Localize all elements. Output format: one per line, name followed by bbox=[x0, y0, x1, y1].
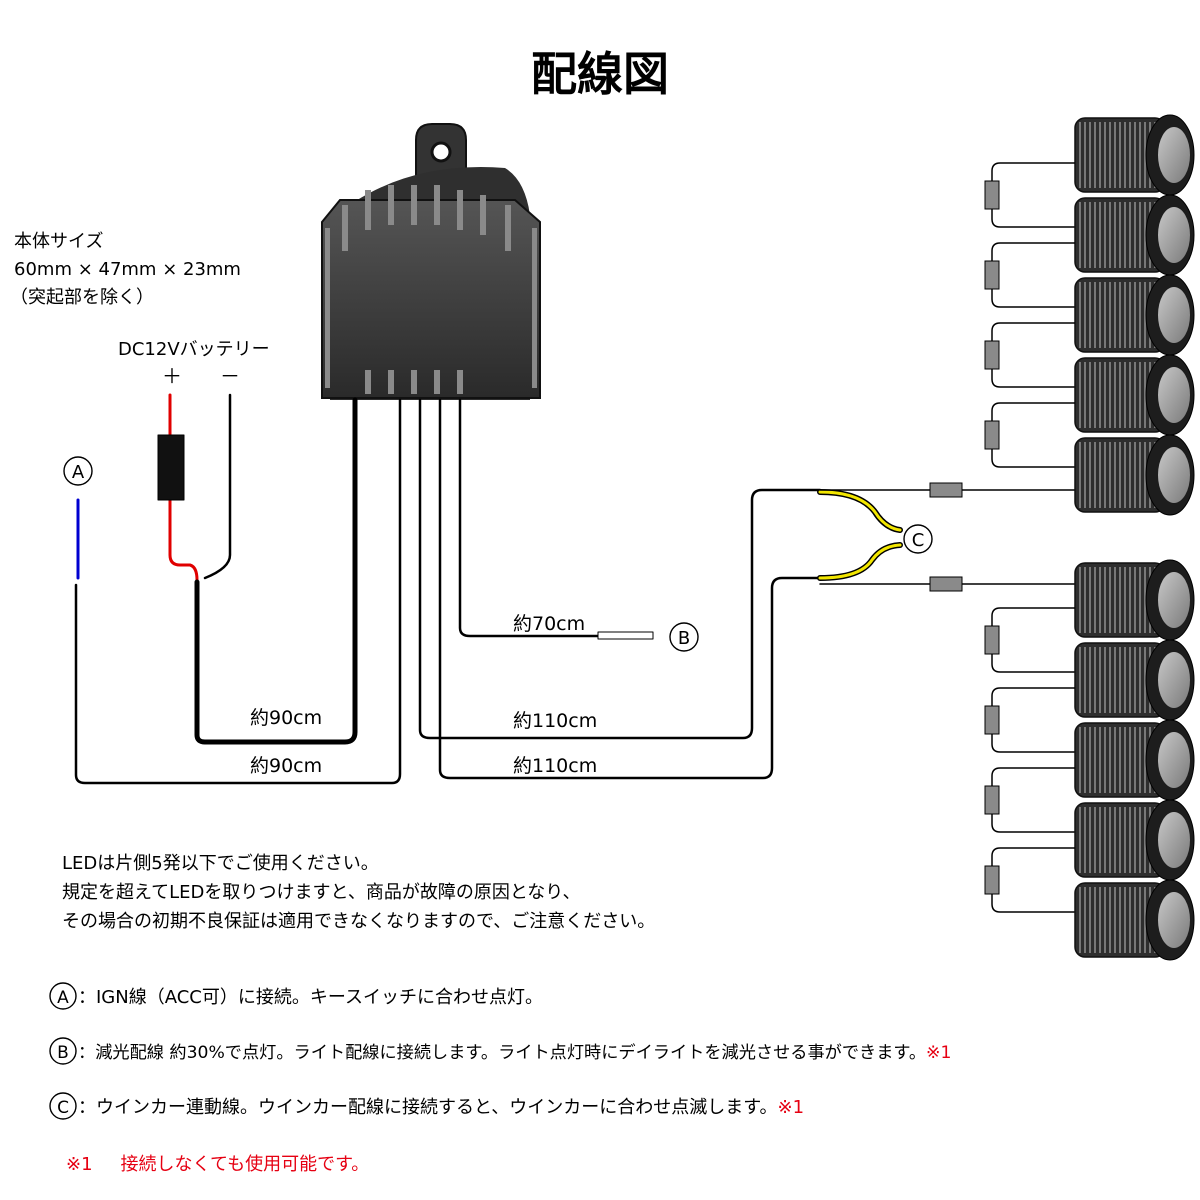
page-title: 配線図 bbox=[531, 47, 669, 101]
svg-text:A: A bbox=[57, 988, 69, 1008]
led-lamp bbox=[1074, 194, 1195, 276]
lamp-jumper-wire bbox=[991, 162, 1075, 228]
turn-signal-wire-upper-fill bbox=[818, 490, 902, 532]
turn-signal-wire-lower bbox=[817, 542, 903, 581]
body-size-line1: 本体サイズ bbox=[14, 231, 103, 252]
marker-c: C bbox=[903, 524, 933, 554]
dim-wire bbox=[458, 398, 600, 638]
led-lamp bbox=[1074, 879, 1195, 961]
battery-plus: ＋ bbox=[162, 364, 182, 388]
lamp-jumper-wire bbox=[991, 242, 1075, 308]
connector-upper bbox=[929, 482, 963, 498]
svg-text:A: A bbox=[72, 462, 85, 483]
battery-positive-wire-lower bbox=[168, 498, 199, 582]
lamp-jumper-connector bbox=[984, 180, 1000, 210]
wire-length-acc: 約90cm bbox=[250, 755, 322, 777]
body-size-line3: （突起部を除く） bbox=[10, 287, 154, 308]
svg-text:C: C bbox=[912, 530, 925, 551]
dim-wire-end bbox=[597, 631, 654, 640]
controller-unit bbox=[321, 123, 541, 400]
body-size-note: 本体サイズ 60mm × 47mm × 23mm （突起部を除く） bbox=[10, 231, 241, 308]
lamp-jumper-connector bbox=[984, 420, 1000, 450]
lamp-jumper-wire bbox=[991, 607, 1075, 673]
legend-c-text: ：ウインカー連動線。ウインカー配線に接続すると、ウインカーに合わせ点滅します。※… bbox=[78, 1097, 804, 1118]
notice-line2: 規定を超えてLEDを取りつけますと、商品が故障の原因となり、 bbox=[62, 882, 581, 903]
acc-wire bbox=[74, 398, 402, 785]
svg-text:C: C bbox=[57, 1098, 69, 1118]
legend-b-note: ※1 bbox=[926, 1043, 951, 1063]
led-lamp bbox=[1074, 434, 1195, 516]
marker-a: A bbox=[63, 456, 93, 486]
footnote-text: 接続しなくても使用可能です。 bbox=[121, 1154, 370, 1175]
lamp-jumper-wire bbox=[991, 687, 1075, 753]
wire-length-right: 約110cm bbox=[513, 755, 597, 777]
lamp-jumper-connector bbox=[984, 705, 1000, 735]
battery-negative-wire bbox=[203, 393, 232, 580]
lamp-jumper-wire bbox=[991, 322, 1075, 388]
turn-signal-wire-lower-fill bbox=[818, 543, 902, 580]
lamp-jumper-connector bbox=[984, 625, 1000, 655]
legend-b: B ：減光配線 約30%で点灯。ライト配線に接続します。ライト点灯時にデイライト… bbox=[49, 1037, 951, 1065]
lamp-jumper-wire bbox=[991, 402, 1075, 468]
wire-length-left: 約110cm bbox=[513, 710, 597, 732]
lamp-jumper-connector bbox=[984, 865, 1000, 895]
marker-b: B bbox=[669, 622, 699, 652]
led-lamp bbox=[1074, 114, 1195, 196]
notice-line3: その場合の初期不良保証は適用できなくなりますので、ご注意ください。 bbox=[62, 911, 655, 932]
legend-a-text: ：IGN線（ACC可）に接続。キースイッチに合わせ点灯。 bbox=[78, 987, 543, 1008]
wire-length-power: 約90cm bbox=[250, 707, 322, 729]
usage-notice: LEDは片側5発以下でご使用ください。 規定を超えてLEDを取りつけますと、商品… bbox=[62, 853, 655, 932]
connector-lower bbox=[929, 576, 963, 592]
led-lamp bbox=[1074, 274, 1195, 356]
svg-text:B: B bbox=[57, 1043, 69, 1063]
wire-length-dim: 約70cm bbox=[513, 613, 585, 635]
signal-wire-lower bbox=[438, 398, 822, 780]
signal-wire-upper bbox=[418, 398, 822, 740]
svg-text:B: B bbox=[678, 628, 690, 649]
legend-a: A ：IGN線（ACC可）に接続。キースイッチに合わせ点灯。 bbox=[49, 982, 543, 1010]
battery-label: DC12Vバッテリー bbox=[118, 339, 270, 360]
fuse-holder bbox=[157, 434, 185, 501]
power-wire bbox=[194, 397, 358, 745]
footnote-mark: ※1 bbox=[66, 1154, 93, 1175]
lamp-jumper-wire bbox=[991, 767, 1075, 833]
led-lamp bbox=[1074, 559, 1195, 641]
footnote: ※1 接続しなくても使用可能です。 bbox=[66, 1154, 369, 1175]
legend-c-note: ※1 bbox=[777, 1097, 804, 1118]
lamp-jumper-wire bbox=[991, 847, 1075, 913]
led-lamp bbox=[1074, 799, 1195, 881]
battery-minus: － bbox=[220, 364, 240, 388]
legend-c: C ：ウインカー連動線。ウインカー配線に接続すると、ウインカーに合わせ点滅します… bbox=[49, 1092, 804, 1120]
led-lamp bbox=[1074, 639, 1195, 721]
wires bbox=[74, 393, 1076, 785]
notice-line1: LEDは片側5発以下でご使用ください。 bbox=[62, 853, 379, 874]
lamp-jumper-connector bbox=[984, 785, 1000, 815]
led-lamp bbox=[1074, 719, 1195, 801]
legend-b-text: ：減光配線 約30%で点灯。ライト配線に接続します。ライト点灯時にデイライトを減… bbox=[78, 1042, 951, 1063]
led-lamps bbox=[984, 114, 1195, 961]
led-lamp bbox=[1074, 354, 1195, 436]
lamp-jumper-connector bbox=[984, 260, 1000, 290]
body-size-line2: 60mm × 47mm × 23mm bbox=[14, 259, 241, 280]
lamp-jumper-connector bbox=[984, 340, 1000, 370]
